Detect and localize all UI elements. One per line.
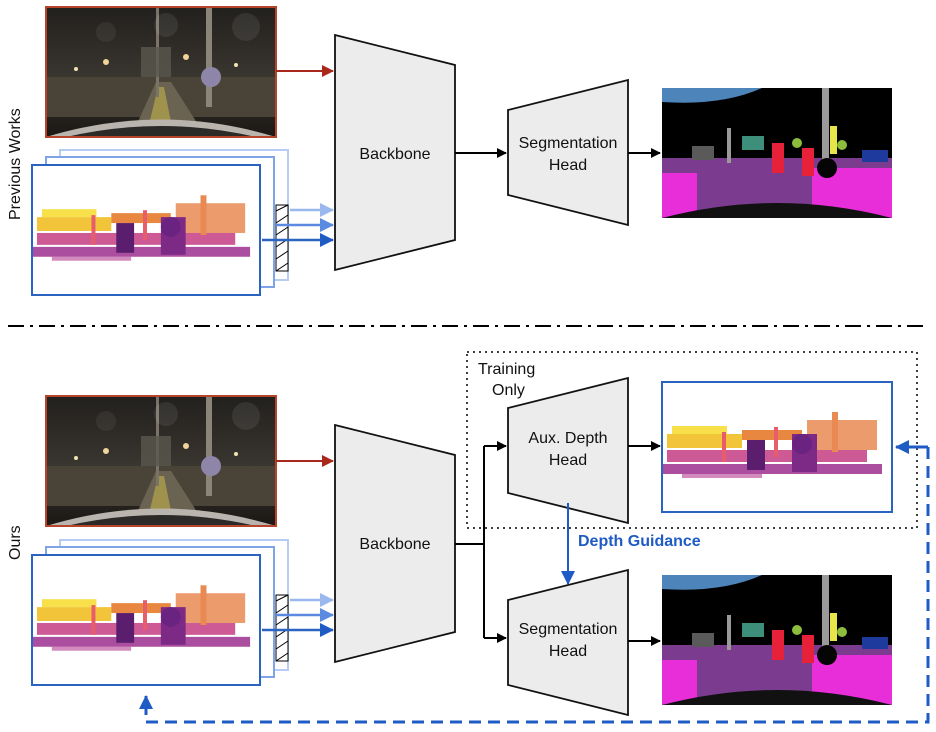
rgb-image-bottom xyxy=(45,395,277,527)
depth-stack-top xyxy=(32,150,288,295)
aux-depth-head-block xyxy=(507,376,629,525)
backbone-label-bottom: Backbone xyxy=(359,536,430,553)
backbone-block-bottom xyxy=(334,423,456,664)
training-only-label-1: Training xyxy=(478,361,535,378)
section-label-ours: Ours xyxy=(7,525,24,560)
branch-connector xyxy=(455,446,485,638)
depth-output xyxy=(661,381,893,513)
backbone-block-top xyxy=(334,33,456,272)
seg-head-block-top xyxy=(507,78,629,227)
section-label-previous-works: Previous Works xyxy=(7,108,24,220)
dashed-feedback-loop xyxy=(144,447,930,724)
training-only-label-2: Only xyxy=(492,382,525,399)
backbone-label-top: Backbone xyxy=(359,146,430,163)
seg-head-block-bottom xyxy=(507,568,629,717)
aux-depth-head-label-1: Aux. Depth xyxy=(528,430,607,447)
aux-depth-head-label-2: Head xyxy=(549,452,587,469)
seg-output-bottom xyxy=(662,575,892,705)
training-only-box xyxy=(466,351,918,529)
seg-head-label-top-2: Head xyxy=(549,157,587,174)
depth-guidance-label: Depth Guidance xyxy=(578,533,701,550)
seg-head-label-bottom-1: Segmentation xyxy=(519,621,618,638)
seg-head-label-top-1: Segmentation xyxy=(519,135,618,152)
seg-output-top xyxy=(662,88,892,218)
seg-head-label-bottom-2: Head xyxy=(549,643,587,660)
depth-stack-bottom xyxy=(32,540,288,685)
rgb-image-top xyxy=(45,6,277,138)
